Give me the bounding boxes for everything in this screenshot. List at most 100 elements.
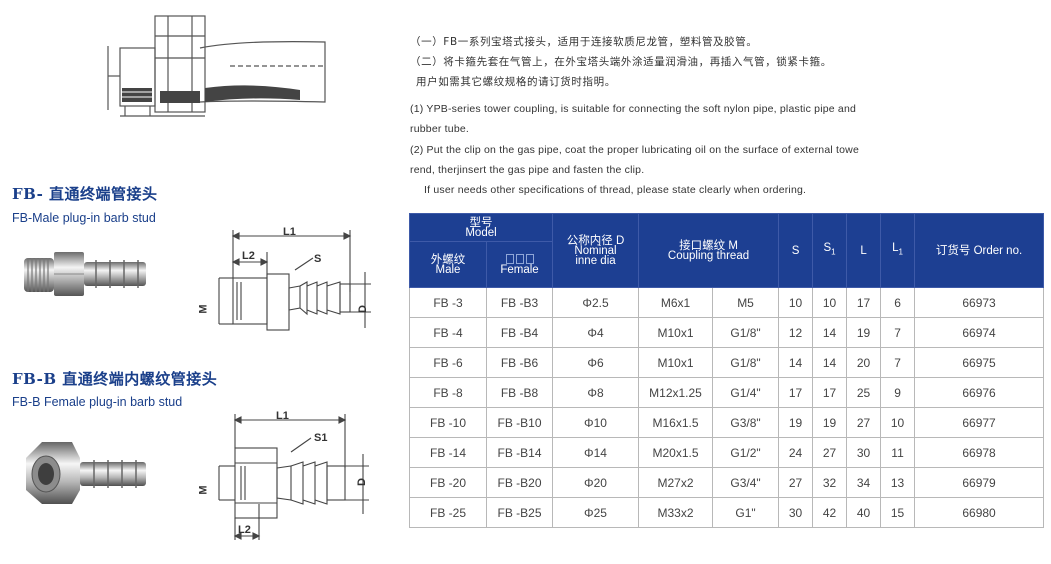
header-female-en: Female bbox=[500, 263, 539, 276]
cell-l1: 15 bbox=[880, 497, 916, 528]
female-barb-stud-photo bbox=[26, 442, 146, 504]
dim-label-d-b: D bbox=[355, 478, 368, 486]
cell-female: FB -B6 bbox=[485, 347, 554, 378]
cell-dia: Φ14 bbox=[552, 437, 640, 468]
cell-thread-m: M16x1.5 bbox=[638, 407, 714, 438]
cell-thread-m: M10x1 bbox=[638, 317, 714, 348]
cell-thread-g: G1/8" bbox=[712, 317, 780, 348]
cell-order: 66976 bbox=[914, 377, 1045, 408]
cell-l1: 9 bbox=[880, 377, 916, 408]
cell-thread-g: G1" bbox=[712, 497, 780, 528]
header-model-cn: 型号 bbox=[469, 216, 493, 229]
cell-s1: 19 bbox=[812, 407, 848, 438]
desc-en-line4: rend, therjinsert the gas pipe and faste… bbox=[410, 164, 645, 176]
cell-s: 27 bbox=[778, 467, 814, 498]
cell-dia: Φ4 bbox=[552, 317, 640, 348]
header-l1-main: L bbox=[892, 242, 899, 255]
cell-s: 30 bbox=[778, 497, 814, 528]
cell-s1: 10 bbox=[812, 287, 848, 318]
header-inner-dia: 公称内径 D Nominal inne dia bbox=[552, 213, 640, 288]
cell-l1: 7 bbox=[880, 317, 916, 348]
male-barb-stud-photo bbox=[24, 252, 146, 296]
male-barb-stud-drawing bbox=[218, 230, 371, 331]
dim-label-l1: L1 bbox=[283, 226, 296, 238]
cell-dia: Φ20 bbox=[552, 467, 640, 498]
header-coupling-thread: 接口螺纹 M Coupling thread bbox=[638, 213, 780, 288]
product-title-fbb-en: FB-B Female plug-in barb stud bbox=[12, 395, 183, 409]
dim-label-l1-b: L1 bbox=[276, 410, 289, 422]
dim-label-m: M bbox=[197, 304, 210, 314]
cell-female: FB -B3 bbox=[485, 287, 554, 318]
cell-female: FB -B25 bbox=[485, 497, 554, 528]
header-model: 型号 Model bbox=[408, 213, 554, 242]
cell-s: 19 bbox=[778, 407, 814, 438]
cell-dia: Φ6 bbox=[552, 347, 640, 378]
cell-s: 10 bbox=[778, 287, 814, 318]
cell-thread-m: M10x1 bbox=[638, 347, 714, 378]
cell-thread-g: G3/8" bbox=[712, 407, 780, 438]
cell-l: 34 bbox=[846, 467, 882, 498]
cell-thread-g: G1/4" bbox=[712, 377, 780, 408]
cell-thread-m: M20x1.5 bbox=[638, 437, 714, 468]
cell-l: 40 bbox=[846, 497, 882, 528]
cell-female: FB -B20 bbox=[485, 467, 554, 498]
female-barb-stud-drawing bbox=[218, 414, 369, 540]
cell-thread-g: G1/8" bbox=[712, 347, 780, 378]
dim-label-d: D bbox=[356, 305, 369, 313]
cell-s1: 27 bbox=[812, 437, 848, 468]
cell-male: FB -25 bbox=[409, 497, 487, 528]
header-male-en: Male bbox=[435, 263, 461, 276]
cell-thread-g: M5 bbox=[712, 287, 780, 318]
cell-order: 66974 bbox=[914, 317, 1045, 348]
desc-en-line3: (2) Put the clip on the gas pipe, coat t… bbox=[410, 144, 859, 156]
cell-thread-m: M6x1 bbox=[638, 287, 714, 318]
cell-male: FB -4 bbox=[409, 317, 487, 348]
cell-l: 17 bbox=[846, 287, 882, 318]
cell-s: 24 bbox=[778, 437, 814, 468]
cell-s1: 14 bbox=[812, 317, 848, 348]
header-s: S bbox=[778, 213, 814, 288]
cell-l1: 7 bbox=[880, 347, 916, 378]
header-s1-sub: 1 bbox=[831, 247, 836, 257]
cell-l: 20 bbox=[846, 347, 882, 378]
cell-order: 66977 bbox=[914, 407, 1045, 438]
spec-table: 型号 Model 公称内径 D Nominal inne dia 接口螺纹 M … bbox=[408, 213, 1045, 528]
header-male: 外螺纹 Male bbox=[409, 241, 487, 288]
dim-label-s1: S1 bbox=[314, 432, 328, 444]
cell-l1: 6 bbox=[880, 287, 916, 318]
dim-label-l2-b: L2 bbox=[238, 524, 251, 536]
cell-l1: 10 bbox=[880, 407, 916, 438]
cell-s: 14 bbox=[778, 347, 814, 378]
header-l1: L1 bbox=[880, 213, 916, 288]
cell-s1: 17 bbox=[812, 377, 848, 408]
cell-male: FB -6 bbox=[409, 347, 487, 378]
cell-thread-m: M27x2 bbox=[638, 467, 714, 498]
header-thread-cn: 接口螺纹 M bbox=[679, 239, 738, 252]
header-female: Female bbox=[485, 241, 554, 288]
cell-thread-m: M12x1.25 bbox=[638, 377, 714, 408]
cell-l: 19 bbox=[846, 317, 882, 348]
header-female-placeholder-glyphs bbox=[487, 254, 552, 265]
dim-label-m-b: M bbox=[197, 485, 210, 495]
desc-en-line5: If user needs other specifications of th… bbox=[424, 184, 807, 196]
desc-en-line2: rubber tube. bbox=[410, 123, 470, 135]
desc-en-line1: (1) YPB-series tower coupling, is suitab… bbox=[410, 103, 857, 115]
product-title-fb-en: FB-Male plug-in barb stud bbox=[12, 211, 156, 225]
cell-s1: 14 bbox=[812, 347, 848, 378]
product-title-fb-cn: FB- 直通终端管接头 bbox=[12, 185, 158, 203]
cell-female: FB -B14 bbox=[485, 437, 554, 468]
cell-s1: 32 bbox=[812, 467, 848, 498]
cell-dia: Φ8 bbox=[552, 377, 640, 408]
header-l: L bbox=[846, 213, 882, 288]
dim-label-s: S bbox=[314, 253, 322, 265]
desc-cn-line2: （二）将卡箍先套在气管上，在外宝塔头端外涂适量润滑油，再插入气管，锁紧卡箍。 bbox=[410, 56, 832, 68]
cell-dia: Φ25 bbox=[552, 497, 640, 528]
cell-thread-g: G3/4" bbox=[712, 467, 780, 498]
cell-l: 30 bbox=[846, 437, 882, 468]
